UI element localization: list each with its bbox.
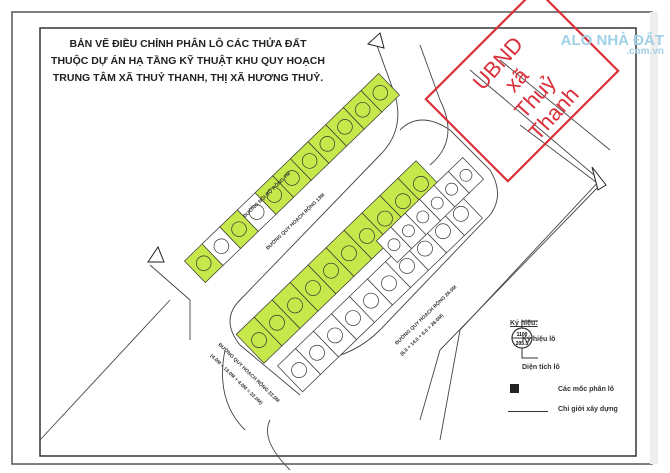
lot-symbol [284, 170, 300, 186]
legend-lot-area: 205.5 [516, 341, 529, 347]
lot-symbol [459, 168, 473, 182]
lot-symbol [231, 221, 247, 237]
title-line-2: THUỘC DỰ ÁN HẠ TẦNG KỸ THUẬT KHU QUY HOẠ… [51, 55, 325, 67]
lot-symbol [387, 238, 401, 252]
build-line-icon [508, 411, 548, 412]
lot-symbol [399, 258, 415, 274]
lot-symbol [430, 196, 444, 210]
lot-symbol [345, 310, 361, 326]
legend-marker-label: Các mốc phân lô [558, 386, 615, 393]
lot-symbol [337, 119, 353, 135]
lot-symbol [354, 102, 371, 118]
lot-symbol [305, 280, 321, 296]
marker-square-icon [510, 384, 519, 393]
lot-symbol [301, 153, 318, 169]
lot-symbol [402, 224, 415, 238]
legend-lot-symbol-label: Ký hiệu lô [522, 336, 556, 343]
land-lot [447, 157, 485, 194]
lot-symbol [445, 182, 458, 196]
watermark-domain: .com.vn [626, 46, 664, 57]
lot-symbol [251, 332, 267, 348]
lot-symbol [196, 255, 212, 271]
land-lot [360, 72, 401, 113]
page-edge [650, 12, 658, 464]
lot-symbol-icon: 1100 205.5 [511, 320, 553, 359]
lot-symbol [413, 176, 429, 192]
lot-symbol [372, 85, 388, 101]
official-stamp [424, 0, 620, 183]
drawing-title: BẢN VẼ ĐIỀU CHỈNH PHÂN LÔ CÁC THỬA ĐẤT T… [38, 36, 338, 87]
lot-symbol [309, 344, 325, 361]
road-lines [39, 39, 611, 471]
lot-symbol [248, 204, 265, 220]
legend-line-label: Chỉ giới xây dựng [558, 406, 618, 413]
lot-symbol [377, 210, 393, 227]
lot-symbol [319, 136, 336, 152]
legend-area-label: Diện tích lô [522, 364, 560, 371]
lot-symbol [327, 327, 343, 344]
lot-symbol [417, 240, 433, 257]
watermark-name: ALO NHÀ ĐẤT [560, 32, 664, 49]
lot-symbol [395, 193, 411, 210]
north-arrow-icon [147, 32, 607, 263]
lot-block [375, 157, 485, 263]
lot-symbol [269, 314, 285, 331]
lot-symbol [381, 275, 397, 292]
lot-symbol [341, 245, 357, 262]
lot-symbol [287, 297, 303, 314]
lot-symbol [416, 210, 430, 224]
legend: Ký hiệu: Ký hiệu lô 1100 205.5 Diện tích… [508, 318, 618, 413]
lot-symbol [291, 362, 307, 378]
lot-symbol [453, 206, 469, 222]
lot-symbol [363, 292, 379, 309]
legend-heading: Ký hiệu: [510, 320, 538, 327]
lot-symbol [359, 228, 375, 244]
lot-symbol [323, 262, 339, 279]
title-line-3: TRUNG TÂM XÃ THUỶ THANH, THỊ XÃ HƯƠNG TH… [52, 72, 324, 84]
lot-symbol [266, 187, 283, 203]
lot-block [183, 72, 401, 284]
inner-frame [39, 27, 637, 457]
title-line-1: BẢN VẼ ĐIỀU CHỈNH PHÂN LÔ CÁC THỬA ĐẤT [69, 38, 307, 50]
lot-symbol [435, 223, 451, 240]
watermark-logo: ALO NHÀ ĐẤT .com.vn [561, 32, 664, 57]
lot-symbol [213, 238, 230, 254]
legend-lot-number: 1100 [517, 332, 528, 338]
